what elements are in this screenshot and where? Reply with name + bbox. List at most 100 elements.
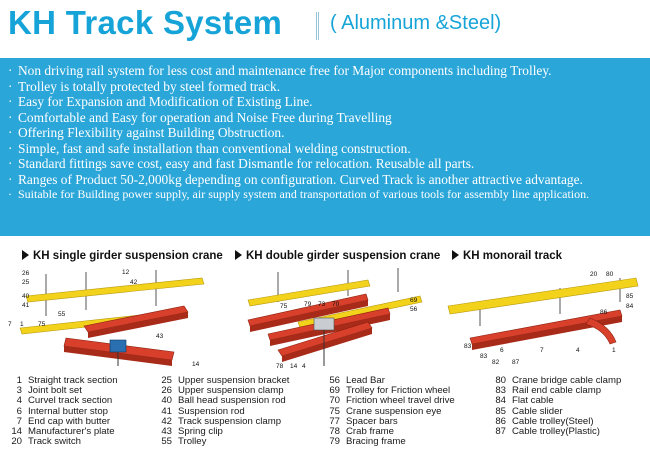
- callout-label: 83: [464, 343, 472, 350]
- callout-label: 70: [332, 301, 340, 308]
- callout-label: 12: [122, 269, 130, 276]
- callout-label: 86: [600, 309, 608, 316]
- feature-item: ·Standard fittings save cost, easy and f…: [8, 156, 475, 171]
- arrow-right-icon: [452, 250, 459, 260]
- feature-item: ·Suitable for Building power supply, air…: [8, 187, 590, 201]
- double-girder-heading: KH double girder suspension crane: [235, 250, 440, 262]
- callout-label: 25: [22, 279, 30, 286]
- callout-label: 42: [130, 279, 138, 286]
- callout-label: 43: [156, 333, 164, 340]
- callout-label: 82: [492, 359, 500, 366]
- feature-item: ·Non driving rail system for less cost a…: [8, 63, 552, 78]
- callout-label: 79: [304, 301, 312, 308]
- callout-label: 6: [500, 347, 504, 354]
- bullet-icon: ·: [8, 94, 13, 109]
- feature-item: ·Ranges of Product 50-2,000kg depending …: [8, 171, 583, 187]
- callout-label: 20: [590, 271, 598, 278]
- bullet-icon: ·: [8, 109, 13, 125]
- bullet-icon: ·: [8, 187, 12, 201]
- callout-label: 55: [58, 311, 66, 318]
- callout-label: 4: [576, 347, 580, 354]
- feature-item: ·Easy for Expansion and Modification of …: [8, 94, 313, 109]
- monorail-track-drawing: 20 80 85 84 86 1 4 7 6 83 82 83 87: [447, 271, 639, 366]
- callout-label: 80: [606, 271, 614, 278]
- feature-item: ·Trolley is totally protected by steel f…: [8, 78, 281, 94]
- callout-label: 85: [626, 293, 634, 300]
- callout-label: 75: [280, 303, 288, 310]
- bullet-icon: ·: [8, 63, 13, 78]
- callout-label: 73: [318, 301, 326, 308]
- feature-item: ·Simple, fast and safe installation than…: [8, 140, 411, 156]
- arrow-right-icon: [235, 250, 242, 260]
- callout-label: 7: [540, 347, 544, 354]
- callout-label: 83: [480, 353, 488, 360]
- crane-diagrams: KH single girder suspension crane 26 25 …: [0, 238, 650, 374]
- callout-label: 14: [290, 363, 298, 370]
- single-girder-heading: KH single girder suspension crane: [22, 250, 223, 262]
- single-girder-crane-drawing: 26 25 40 41 7 1 75 55 12 42 43 14: [8, 269, 205, 368]
- callout-label: 75: [38, 321, 46, 328]
- arrow-right-icon: [22, 250, 29, 260]
- callout-label: 4: [302, 363, 306, 370]
- feature-item: ·Offering Flexibility against Building O…: [8, 125, 285, 140]
- bullet-icon: ·: [8, 171, 13, 187]
- callout-label: 41: [22, 302, 30, 309]
- feature-list: ·Non driving rail system for less cost a…: [8, 63, 644, 203]
- callout-label: 14: [192, 361, 200, 368]
- monorail-heading: KH monorail track: [452, 250, 562, 262]
- double-girder-crane-drawing: 75 79 73 70 69 56 78 14 4: [247, 268, 423, 370]
- callout-label: 40: [22, 293, 30, 300]
- page-title: KH Track System: [8, 4, 283, 41]
- title-separator: [316, 12, 319, 40]
- callout-label: 87: [512, 359, 520, 366]
- bullet-icon: ·: [8, 125, 13, 140]
- bullet-icon: ·: [8, 156, 13, 171]
- feature-panel: ·Non driving rail system for less cost a…: [0, 58, 650, 236]
- page-subtitle: ( Aluminum &Steel): [330, 12, 502, 34]
- callout-label: 56: [410, 306, 418, 313]
- callout-label: 1: [612, 347, 616, 354]
- callout-label: 1: [20, 321, 24, 328]
- bullet-icon: ·: [8, 78, 13, 94]
- bullet-icon: ·: [8, 140, 13, 156]
- callout-label: 69: [410, 297, 418, 304]
- callout-label: 7: [8, 321, 12, 328]
- callout-label: 26: [22, 270, 30, 277]
- callout-label: 84: [626, 303, 634, 310]
- callout-label: 78: [276, 363, 284, 370]
- title-bar: KH Track System ( Aluminum &Steel): [0, 0, 650, 50]
- feature-item: ·Comfortable and Easy for operation and …: [8, 109, 392, 125]
